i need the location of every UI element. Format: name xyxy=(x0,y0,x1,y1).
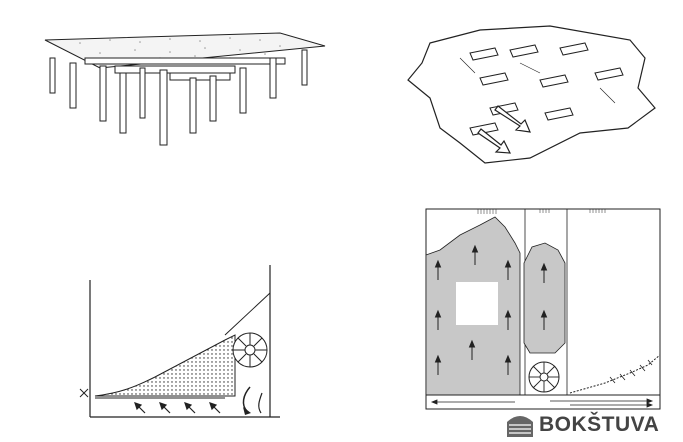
bin-aeration-diagram xyxy=(420,205,665,410)
brand-name: BOKŠTUVA xyxy=(539,413,660,436)
raised-deck-illustration xyxy=(40,28,330,148)
fan-section-diagram xyxy=(75,265,285,425)
slab-vents-illustration xyxy=(400,18,670,168)
brand-logo: BOKŠTUVA xyxy=(505,410,683,440)
grain-silo-logo-icon xyxy=(507,416,533,437)
